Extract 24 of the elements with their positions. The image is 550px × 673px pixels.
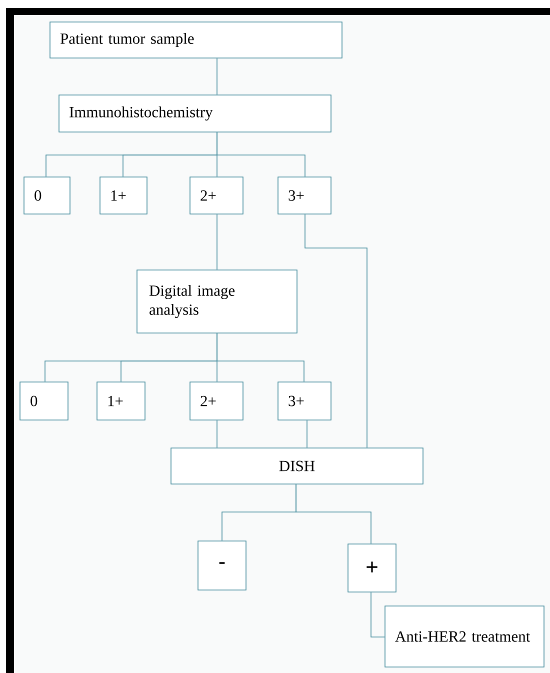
connector-line bbox=[216, 420, 218, 448]
process-box: DISH bbox=[170, 448, 424, 484]
connector-line bbox=[216, 132, 306, 177]
process-box: 3+ bbox=[278, 176, 332, 214]
connector-line bbox=[296, 484, 372, 544]
process-box: Anti-HER2 treatment bbox=[384, 606, 544, 668]
process-box: + bbox=[348, 544, 396, 592]
connector-line bbox=[370, 592, 385, 638]
process-box: 3+ bbox=[278, 382, 332, 420]
connector-line bbox=[216, 333, 304, 382]
process-box: 2+ bbox=[190, 382, 244, 420]
process-box: 0 bbox=[20, 382, 68, 420]
process-box: Patient tumor sample bbox=[50, 22, 342, 58]
connector-line bbox=[304, 214, 368, 448]
process-box: Immunohistochemistry bbox=[58, 94, 332, 132]
process-box: - bbox=[198, 540, 246, 590]
connector-line bbox=[306, 420, 308, 448]
process-box: Digital image analysis bbox=[136, 270, 298, 334]
process-box: 1+ bbox=[96, 382, 146, 420]
connector-line bbox=[216, 214, 218, 270]
process-box: 0 bbox=[24, 176, 70, 214]
process-box: 1+ bbox=[100, 176, 148, 214]
process-box: 2+ bbox=[190, 176, 244, 214]
connector-line bbox=[216, 58, 218, 95]
